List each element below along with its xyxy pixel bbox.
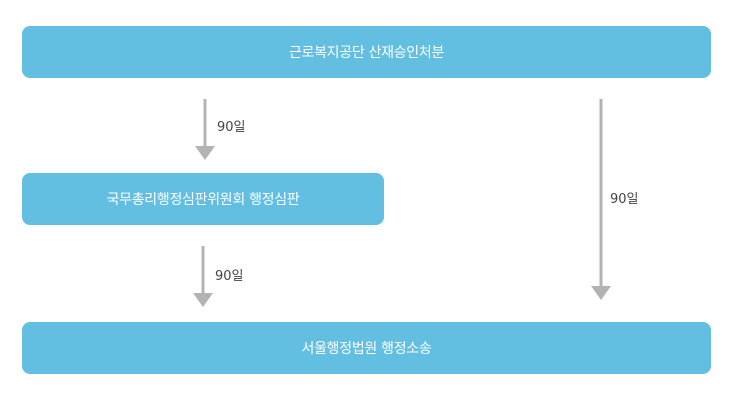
duration-label-top-to-bottom: 90일 — [610, 192, 639, 207]
duration-label-middle-to-bottom: 90일 — [215, 269, 244, 284]
arrow-top-to-bottom — [591, 99, 611, 300]
arrow-shaft — [201, 246, 205, 296]
arrow-top-to-middle — [195, 99, 215, 160]
step-label-approval-disposition: 근로복지공단 산재승인처분 — [288, 45, 445, 61]
arrow-head-down-icon — [591, 286, 611, 300]
step-box-administrative-appeal: 국무총리행정심판위원회 행정심판 — [22, 173, 384, 225]
arrow-middle-to-bottom — [193, 246, 213, 307]
arrow-head-down-icon — [195, 146, 215, 160]
arrow-shaft — [599, 99, 603, 289]
step-label-administrative-litigation: 서울행정법원 행정소송 — [301, 341, 432, 357]
arrow-head-down-icon — [193, 293, 213, 307]
arrow-shaft — [203, 99, 207, 149]
step-box-administrative-litigation: 서울행정법원 행정소송 — [22, 322, 711, 374]
step-box-approval-disposition: 근로복지공단 산재승인처분 — [22, 26, 711, 78]
step-label-administrative-appeal: 국무총리행정심판위원회 행정심판 — [106, 192, 300, 208]
duration-label-top-to-middle: 90일 — [217, 120, 246, 135]
